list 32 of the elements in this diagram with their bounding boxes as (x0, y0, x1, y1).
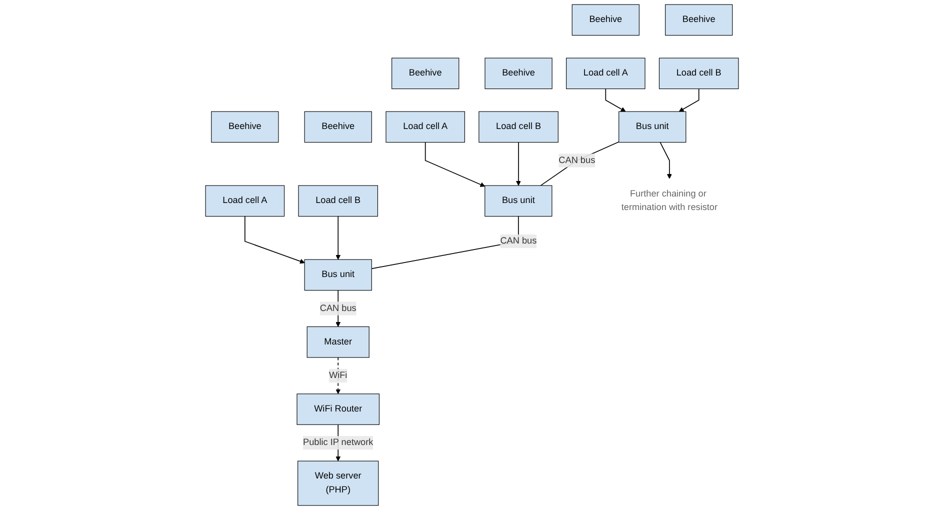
arrow (660, 142, 672, 179)
arrow (516, 142, 521, 186)
edge-label: WiFi (329, 370, 348, 380)
edge-label: CAN bus (558, 155, 596, 166)
node-box: Load cell B (298, 185, 378, 217)
node-box: Beehive (304, 111, 372, 143)
node-box: Web server (PHP) (298, 460, 379, 506)
node-box: Load cell B (478, 111, 558, 143)
edge-label: Public IP network (303, 438, 374, 448)
node-box: Load cell A (386, 111, 465, 143)
node-box: Bus unit (484, 185, 552, 217)
arrow (678, 88, 700, 112)
node-text: Further chaining or termination with resistor (621, 188, 718, 212)
edge-label: CAN bus (500, 236, 537, 246)
node-box: Beehive (484, 58, 552, 90)
arrow (605, 88, 626, 112)
node-box: Load cell B (658, 58, 739, 90)
arrow (424, 142, 486, 187)
node-box: Master (306, 326, 370, 358)
node-box: Bus unit (304, 259, 372, 291)
node-box: Beehive (392, 58, 460, 90)
arrow (336, 216, 341, 260)
node-box: Load cell A (566, 58, 646, 90)
connector (540, 141, 620, 186)
arrow (244, 216, 305, 264)
node-box: Beehive (665, 4, 733, 36)
node-box: Beehive (572, 4, 640, 36)
node-box: Load cell A (205, 185, 285, 217)
node-box: Beehive (211, 111, 279, 143)
edge-label: CAN bus (320, 303, 356, 314)
node-box: Bus unit (618, 111, 686, 143)
node-box: WiFi Router (296, 394, 380, 425)
